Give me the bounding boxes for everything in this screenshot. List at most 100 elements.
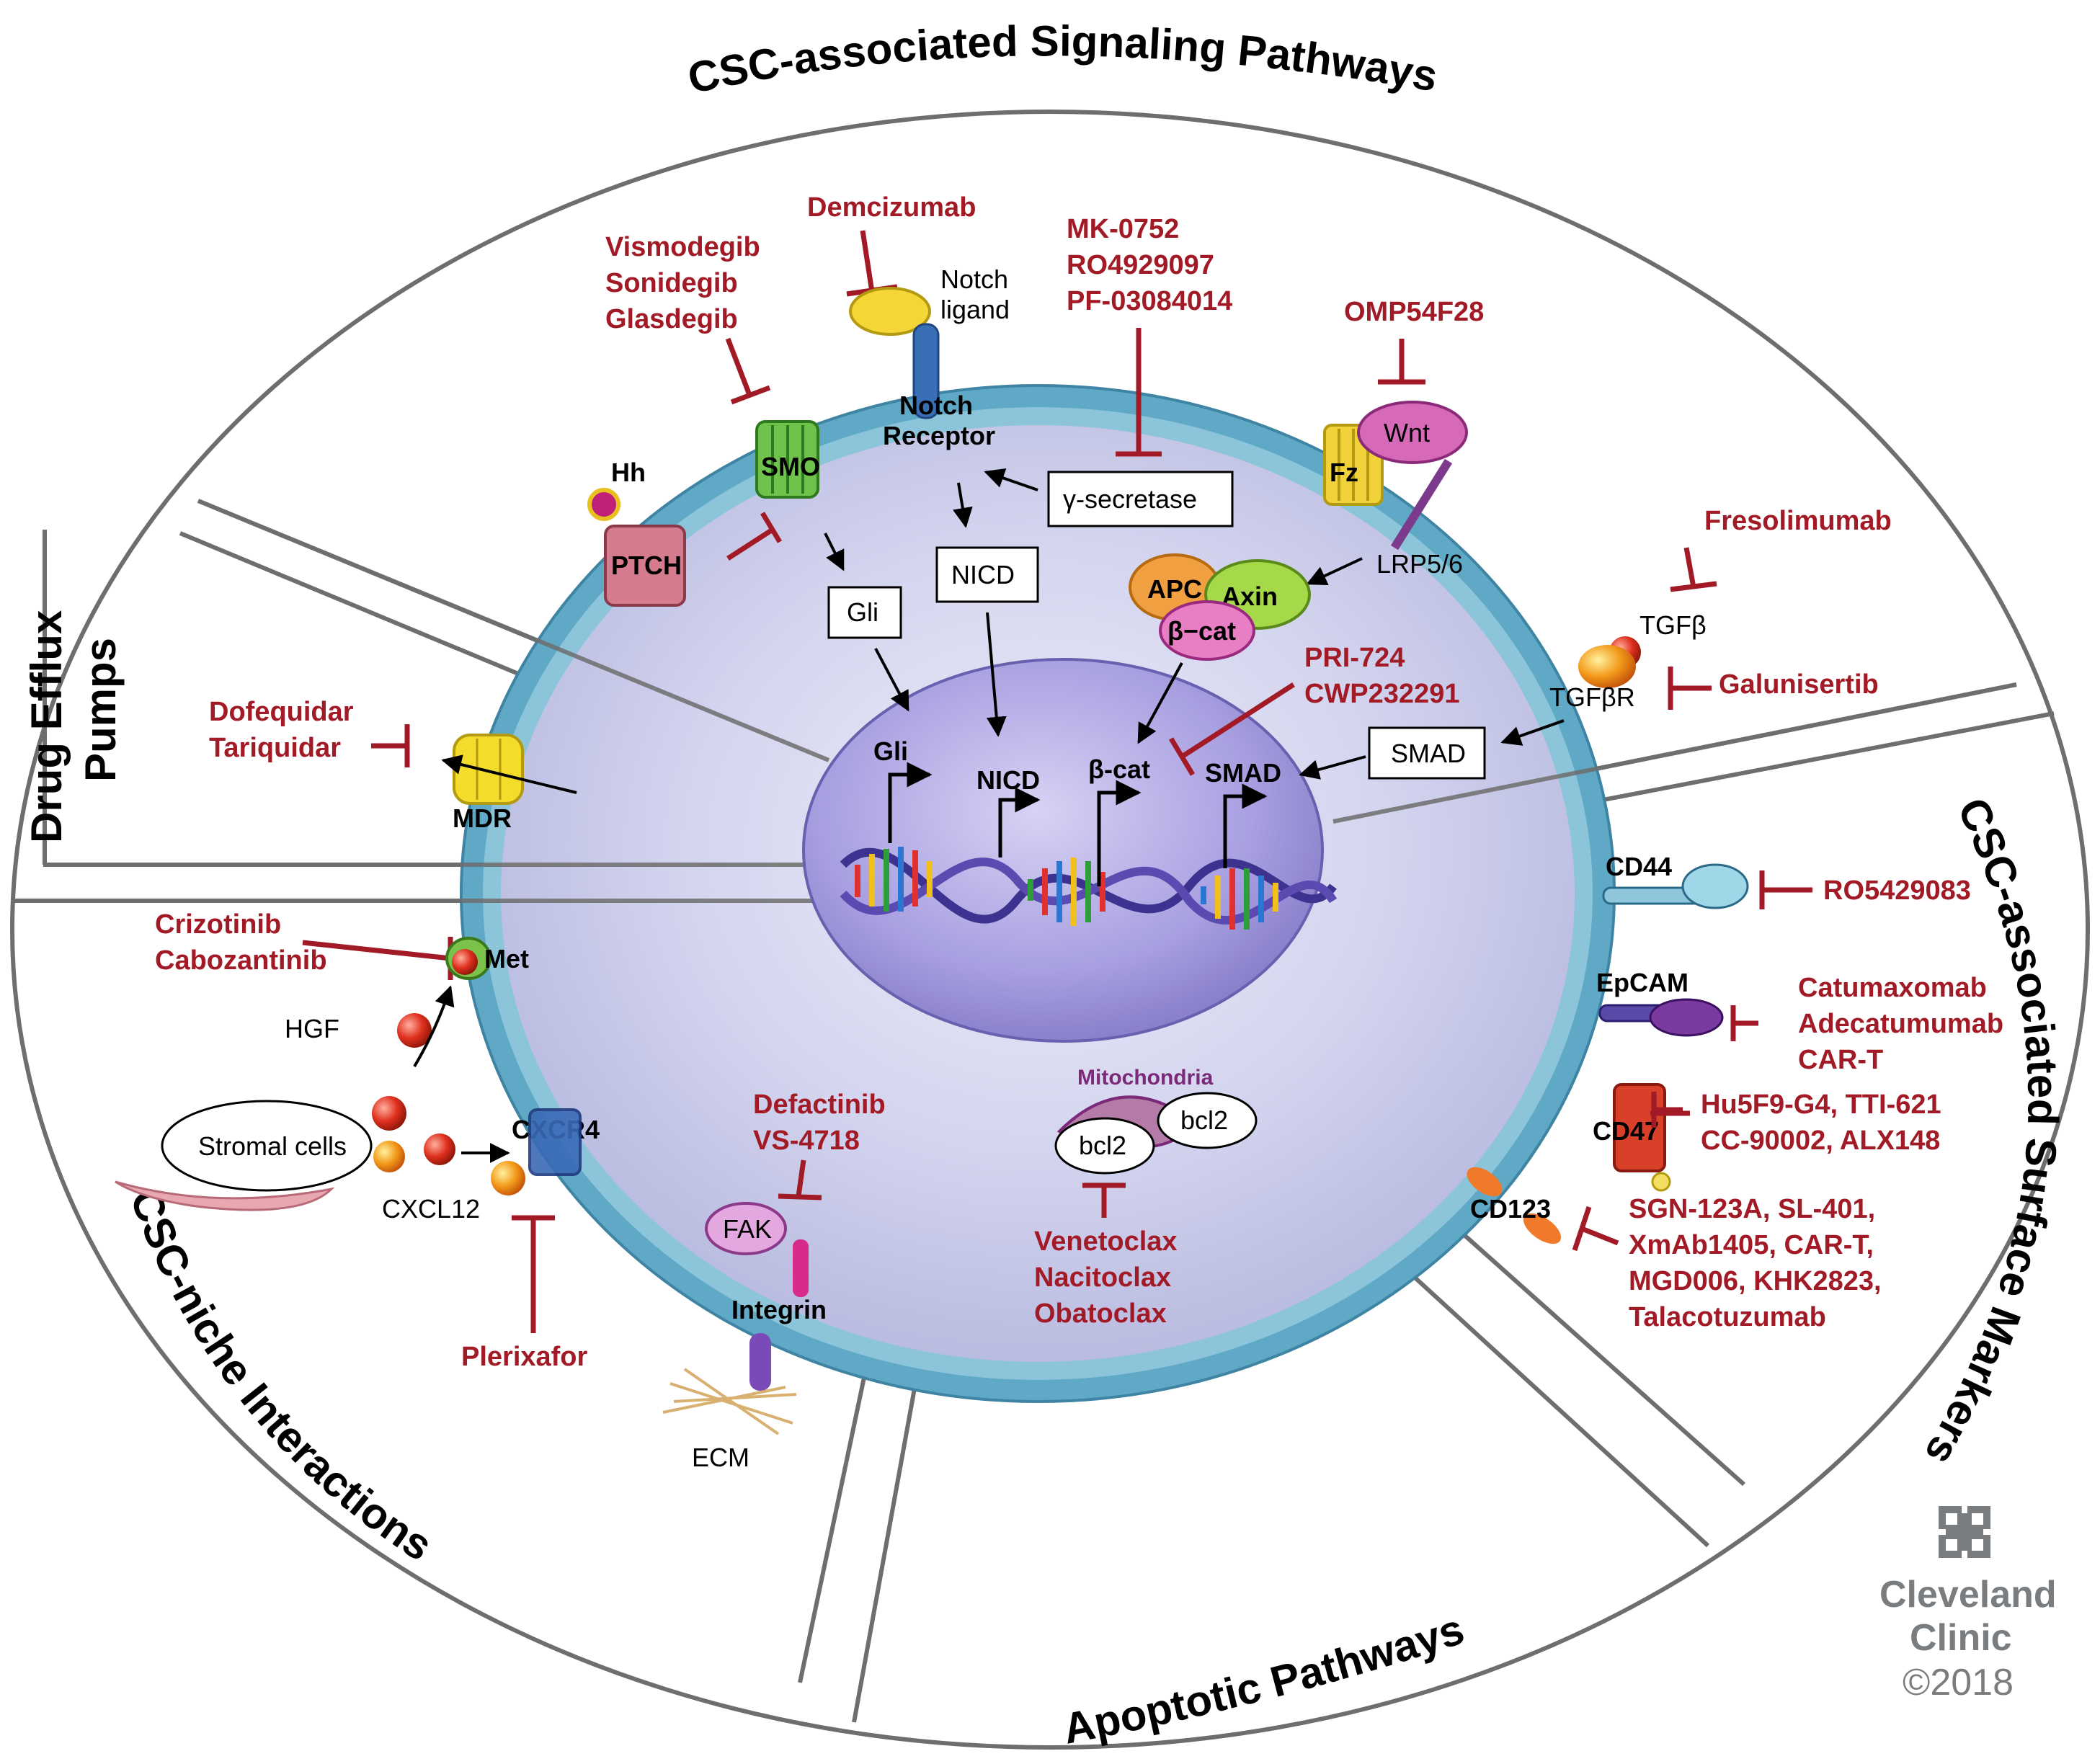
cd123-inhibitor <box>1572 1206 1619 1252</box>
met-drugs: Crizotinib Cabozantinib <box>155 909 327 976</box>
wnt-label: Wnt <box>1384 418 1430 447</box>
gsec-drugs: MK-0752 RO4929097 PF-03084014 <box>1067 214 1232 316</box>
bcat-drugs: PRI-724 CWP232291 <box>1304 643 1459 709</box>
nuc-nicd-label: NICD <box>976 765 1040 795</box>
ptch-receptor: PTCH Hh <box>587 458 686 607</box>
tgfb-label: TGFβ <box>1639 610 1707 640</box>
svg-text:MGD006, KHK2823,: MGD006, KHK2823, <box>1629 1266 1882 1296</box>
cxcr4-receptor <box>528 1108 582 1176</box>
cd123-marker: CD123 <box>1467 1167 1562 1244</box>
svg-text:Hu5F9-G4, TTI-621: Hu5F9-G4, TTI-621 <box>1701 1090 1941 1120</box>
cxcr4-drug: Plerixafor <box>461 1342 588 1372</box>
svg-text:RO4929097: RO4929097 <box>1067 250 1214 280</box>
tgfb-drug: Fresolimumab <box>1704 506 1892 536</box>
notch-ligand-shape <box>849 287 931 336</box>
gli-box <box>827 586 902 639</box>
gli-box-label: Gli <box>847 597 878 627</box>
hh-label: Hh <box>611 458 646 487</box>
hgf-ligand <box>397 1013 432 1048</box>
stromal-fibroblasts <box>115 1180 335 1211</box>
title-efflux: Drug Efflux Pumps <box>22 610 125 843</box>
svg-text:CWP232291: CWP232291 <box>1304 679 1459 709</box>
svg-text:CD123: CD123 <box>1470 1194 1551 1224</box>
lrp-to-complex-arrow <box>1306 557 1363 586</box>
nicd-to-nucleus-arrow <box>986 612 1007 737</box>
svg-text:CD47: CD47 <box>1593 1116 1659 1146</box>
svg-text:Met: Met <box>484 944 529 974</box>
bcl2-a-label: bcl2 <box>1079 1131 1126 1160</box>
bcat-to-nucleus-arrow <box>1137 662 1183 744</box>
cd44-drug: RO5429083 <box>1823 876 1971 906</box>
svg-text:Cabozantinib: Cabozantinib <box>155 945 327 976</box>
hh-inhibitor <box>725 337 771 405</box>
gsec-box-label: γ-secretase <box>1063 484 1197 514</box>
notch-receptor-label-2: Receptor <box>883 421 995 450</box>
fak-label: FAK <box>723 1214 772 1244</box>
svg-text:Talacotuzumab: Talacotuzumab <box>1629 1302 1826 1332</box>
mdr-inhibitor <box>371 724 410 767</box>
bcl2-a <box>1054 1117 1155 1175</box>
cxcl12-bound <box>491 1161 525 1195</box>
mito-label: Mitochondria <box>1077 1066 1214 1090</box>
hgf-source <box>372 1096 406 1131</box>
ptch-label: PTCH <box>611 551 682 580</box>
fak-shape <box>705 1202 787 1255</box>
svg-text:CC-90002, ALX148: CC-90002, ALX148 <box>1701 1126 1940 1156</box>
tgfbr-shape <box>1578 645 1636 688</box>
nuc-gli-label: Gli <box>873 736 908 766</box>
cleveland-clinic-logo: Cleveland Clinic ©2018 <box>1879 1506 2057 1703</box>
smo-to-gli-arrow <box>824 533 845 571</box>
lrp-shape <box>1390 458 1453 551</box>
notch-drug: Demcizumab <box>807 192 976 223</box>
hgf-label: HGF <box>285 1014 339 1043</box>
stromal-cells <box>161 1100 373 1192</box>
nucleus <box>802 658 1324 1043</box>
cd123-drugs: SGN-123A, SL-401, XmAb1405, CAR-T, MGD00… <box>1629 1194 1882 1332</box>
nicd-box-label: NICD <box>951 560 1015 589</box>
svg-text:Obatoclax: Obatoclax <box>1034 1298 1167 1329</box>
gli-to-nucleus-arrow <box>874 648 909 712</box>
svg-text:Pumps: Pumps <box>76 638 125 782</box>
gsec-box <box>1047 471 1234 527</box>
svg-text:Tariquidar: Tariquidar <box>209 733 341 763</box>
notch-receptor-label-1: Notch <box>899 391 973 420</box>
epcam-inhibitor <box>1730 1005 1758 1041</box>
smo-receptor: SMO <box>755 420 820 499</box>
tgfb-inhibitor <box>1670 547 1717 592</box>
svg-text:APC: APC <box>1147 574 1202 604</box>
svg-text:Glasdegib: Glasdegib <box>605 304 738 334</box>
bcl2-drugs: Venetoclax Nacitoclax Obatoclax <box>1034 1226 1178 1329</box>
gsec-inhibitor <box>1116 328 1162 457</box>
integrin-label: Integrin <box>731 1295 827 1324</box>
mdr-drugs: Dofequidar Tariquidar <box>209 697 354 763</box>
cd44-inhibitor <box>1759 870 1812 909</box>
epcam-marker <box>1598 998 1724 1037</box>
dna-helix <box>840 847 1338 930</box>
cd44-marker <box>1602 863 1749 909</box>
smad-box-label: SMAD <box>1391 739 1466 768</box>
tgfbr-inhibitor <box>1668 667 1712 710</box>
tgfbr-label: TGFβR <box>1549 682 1635 712</box>
nuc-bcat-label: β-cat <box>1088 754 1150 784</box>
svg-text:Defactinib: Defactinib <box>753 1090 886 1120</box>
mdr-pump: MDR <box>453 734 524 833</box>
tgfbr-drug: Galunisertib <box>1719 669 1879 700</box>
hh-drugs: Vismodegib Sonidegib Glasdegib <box>605 232 760 334</box>
svg-text:Clinic: Clinic <box>1910 1617 2012 1659</box>
svg-text:β−cat: β−cat <box>1167 616 1236 646</box>
notch-ligand-label-1: Notch <box>940 264 1008 294</box>
svg-text:Venetoclax: Venetoclax <box>1034 1226 1178 1257</box>
notch-receptor-shape <box>912 323 940 419</box>
svg-text:CAR-T: CAR-T <box>1798 1045 1883 1075</box>
svg-text:MK-0752: MK-0752 <box>1067 214 1179 244</box>
wnt-drug: OMP54F28 <box>1344 297 1484 327</box>
svg-text:Nacitoclax: Nacitoclax <box>1034 1262 1171 1293</box>
svg-text:MDR: MDR <box>453 803 512 833</box>
integrin-alpha <box>749 1333 771 1391</box>
tgfbr-to-smad-arrow <box>1500 719 1565 746</box>
nicd-box <box>935 546 1039 603</box>
svg-text:©2018: ©2018 <box>1903 1662 2014 1703</box>
svg-text:PF-03084014: PF-03084014 <box>1067 286 1232 316</box>
